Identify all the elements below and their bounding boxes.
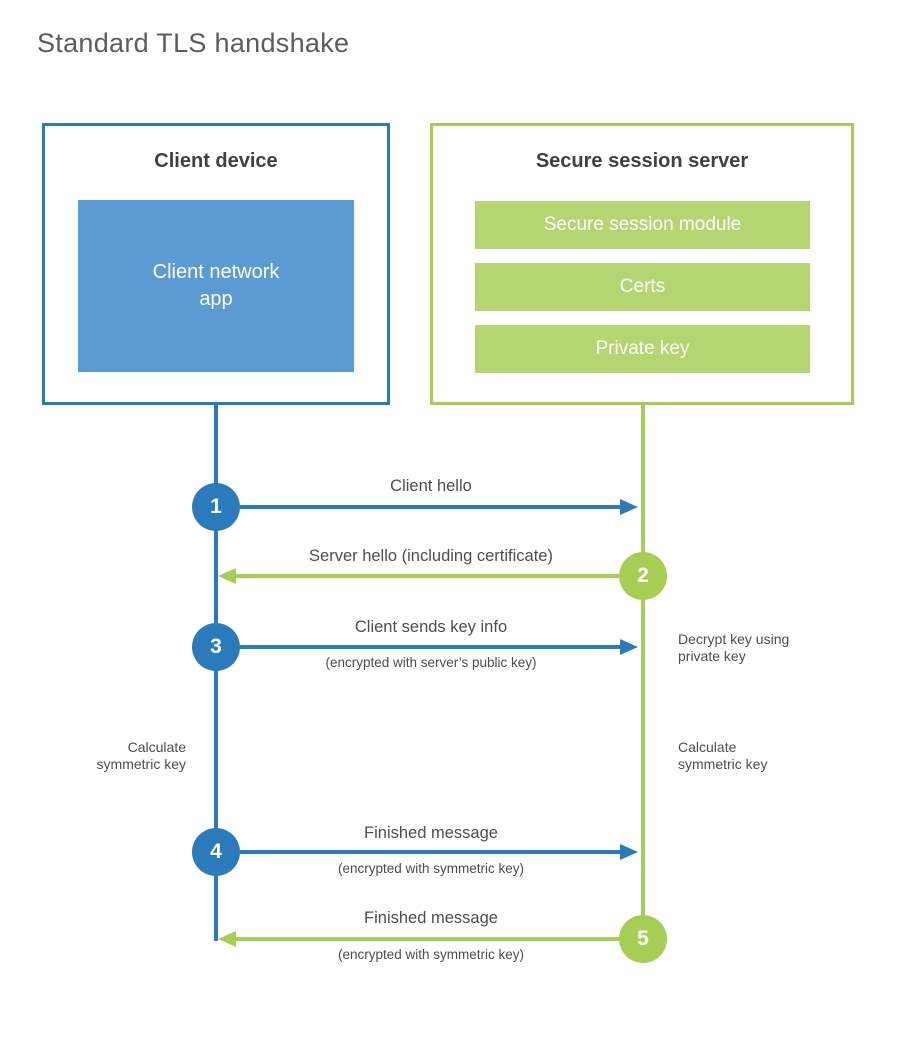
arrow-step-4-line	[240, 850, 622, 854]
arrow-step-3-line	[240, 645, 622, 649]
note-decrypt-key: Decrypt key using private key	[678, 631, 789, 665]
note-decrypt-line2: private key	[678, 648, 746, 664]
server-module-private-key: Private key	[475, 325, 810, 373]
note-calc-left-line2: symmetric key	[96, 756, 186, 772]
arrow-step-1-head-icon	[620, 499, 638, 515]
note-calculate-symmetric-key-server: Calculate symmetric key	[678, 739, 767, 773]
step-2-label: Server hello (including certificate)	[309, 547, 553, 565]
arrow-step-1-line	[240, 505, 622, 509]
client-app-label-line1: Client network	[152, 261, 280, 283]
step-1-label: Client hello	[390, 477, 472, 495]
client-network-app-box: Client network app	[78, 200, 354, 372]
arrow-step-5-head-icon	[218, 931, 236, 947]
note-calc-left-line1: Calculate	[127, 739, 186, 755]
step-2-badge: 2	[619, 552, 667, 600]
arrow-step-3-head-icon	[620, 639, 638, 655]
step-5-sublabel: (encrypted with symmetric key)	[337, 947, 525, 962]
server-lifeline	[641, 404, 645, 939]
note-calc-right-line2: symmetric key	[678, 756, 768, 772]
diagram-title: Standard TLS handshake	[37, 28, 350, 58]
step-1-badge: 1	[192, 483, 240, 531]
step-3-sublabel: (encrypted with server’s public key)	[325, 655, 537, 670]
step-4-badge: 4	[192, 828, 240, 876]
server-module-secure-session-module: Secure session module	[475, 201, 810, 249]
arrow-step-5-line	[236, 937, 621, 941]
step-3-label: Client sends key info	[354, 618, 508, 636]
note-calc-right-line1: Calculate	[678, 739, 737, 755]
client-device-title: Client device	[154, 150, 278, 172]
step-3-badge: 3	[192, 623, 240, 671]
server-title: Secure session server	[535, 150, 749, 172]
note-decrypt-line1: Decrypt key using	[678, 631, 790, 647]
arrow-step-4-head-icon	[620, 844, 638, 860]
step-4-sublabel: (encrypted with symmetric key)	[337, 861, 525, 876]
client-lifeline	[214, 404, 218, 941]
note-calculate-symmetric-key-client: Calculate symmetric key	[58, 739, 186, 773]
server-module-certs: Certs	[475, 263, 810, 311]
step-5-badge: 5	[619, 915, 667, 963]
step-4-label: Finished message	[364, 824, 498, 842]
client-app-label-line2: app	[199, 288, 233, 310]
step-5-label: Finished message	[364, 909, 498, 927]
arrow-step-2-line	[236, 574, 621, 578]
arrow-step-2-head-icon	[218, 568, 236, 584]
